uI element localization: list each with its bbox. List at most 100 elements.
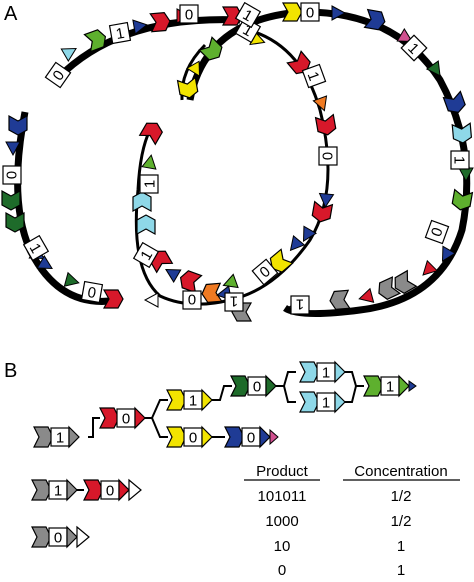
- arc-digit-box: 0: [80, 280, 104, 304]
- part-chevron: [224, 426, 245, 448]
- digit-label: 0: [319, 152, 336, 160]
- triangle-glyph: [441, 245, 457, 262]
- arc-digit-box: 1: [139, 174, 159, 194]
- chevron-glyph: [83, 29, 107, 53]
- triangle-glyph: [141, 154, 157, 170]
- triangle-glyph: [302, 225, 318, 242]
- arc-digit-box: 0: [44, 61, 72, 89]
- chevron-glyph: [1, 189, 21, 211]
- b-part-ltblue-1b: 1: [299, 390, 346, 414]
- arc-triangle: [63, 271, 80, 287]
- connector-5: [276, 371, 296, 387]
- chevron-glyph: [149, 11, 171, 33]
- arc-triangle: [165, 268, 182, 284]
- digit-label: 0: [54, 530, 62, 547]
- arc-triangle: [141, 154, 157, 170]
- table-cell-concentration: 1: [397, 562, 405, 577]
- digit-box: [290, 295, 310, 315]
- arc-digit-box: 1: [400, 34, 428, 62]
- arc-triangle: [143, 292, 159, 308]
- digit-label: 1: [115, 25, 126, 43]
- chevron-glyph: [442, 90, 466, 114]
- part-chevron: [363, 375, 384, 397]
- triangle-glyph: [425, 60, 441, 77]
- b-part-dkgreen-0: 0: [230, 374, 277, 398]
- part-chevron: [31, 526, 52, 548]
- digit-label: 1: [189, 393, 197, 410]
- arc-triangle: [318, 192, 335, 209]
- arc-triangle: [458, 167, 474, 183]
- part-arrow: [201, 425, 213, 449]
- arc-triangle: [441, 245, 457, 262]
- arc-chevron: [451, 122, 473, 144]
- digit-label: 0: [3, 171, 20, 179]
- panel-a-label: A: [4, 3, 18, 25]
- connector-4: [212, 385, 232, 401]
- arc-triangle: [36, 254, 53, 270]
- connector-3: [151, 417, 168, 438]
- b-part-yellow-0: 0: [166, 425, 213, 449]
- b-part-green-1: 1: [363, 374, 410, 398]
- arc-digit-box: 1: [224, 292, 244, 312]
- arc-triangle: [222, 273, 239, 289]
- chevron-glyph: [451, 188, 474, 211]
- triangle-glyph: [132, 19, 148, 35]
- arc-digit-box: 0: [424, 219, 450, 245]
- table-header-product: Product: [256, 463, 309, 480]
- triangle-glyph: [331, 5, 347, 21]
- arc-chevron: [201, 282, 223, 304]
- part-arrow: [398, 374, 410, 398]
- arc-triangle: [358, 287, 375, 303]
- arc-triangle: [425, 60, 441, 77]
- digit-box: [450, 150, 470, 170]
- digit-label: 0: [106, 483, 114, 500]
- chevron-glyph: [221, 6, 243, 26]
- digit-label: 1: [296, 296, 304, 313]
- arc-chevron: [442, 90, 466, 114]
- arc-chevron: [179, 270, 203, 294]
- product-table: Product Concentration 101011 1/2 1000 1/…: [244, 463, 460, 579]
- digit-label: 1: [56, 430, 64, 447]
- triangle-glyph: [358, 287, 375, 303]
- arc-digit-box: 0: [2, 165, 22, 185]
- chevron-glyph: [281, 2, 303, 22]
- table-header-concentration: Concentration: [354, 463, 447, 480]
- arc-chevron: [394, 269, 418, 294]
- part-chevron: [33, 426, 54, 448]
- digit-box: [80, 280, 104, 304]
- arc-triangle: [331, 5, 347, 21]
- arc-triangle: [5, 141, 21, 157]
- arc-digit-box: 1: [22, 234, 50, 262]
- b-part-dkblue-0: 0: [224, 425, 271, 449]
- part-chevron: [166, 389, 187, 411]
- digit-box: [22, 234, 50, 262]
- connector-7: [345, 371, 364, 387]
- table-cell-product: 10: [274, 538, 291, 555]
- chevron-glyph: [314, 113, 337, 136]
- part-arrow: [66, 525, 78, 549]
- b-part-gray-1: 1: [31, 478, 78, 502]
- part-arrow: [259, 425, 271, 449]
- chevron-glyph: [138, 122, 163, 146]
- blue-terminator: [408, 380, 417, 392]
- digit-label: 1: [322, 365, 330, 382]
- arc-chevron: [281, 2, 303, 22]
- table-cell-product: 101011: [258, 488, 307, 505]
- triangle-glyph: [36, 254, 53, 270]
- digit-box: [318, 146, 338, 166]
- arc-chevron: [102, 289, 124, 309]
- chevron-glyph: [286, 50, 311, 75]
- triangle-glyph: [5, 141, 21, 157]
- arc-chevron: [269, 248, 294, 273]
- digit-box: [182, 290, 202, 310]
- table-cell-concentration: 1: [397, 538, 405, 555]
- chevron-glyph: [8, 114, 28, 136]
- part-chevron: [299, 391, 320, 413]
- digit-box: [132, 241, 160, 269]
- chevron-glyph: [132, 191, 152, 213]
- digit-box: [108, 21, 132, 45]
- part-arrow: [68, 425, 80, 449]
- arc-chevron: [138, 122, 163, 146]
- digit-box: [179, 4, 199, 24]
- part-chevron: [299, 361, 320, 383]
